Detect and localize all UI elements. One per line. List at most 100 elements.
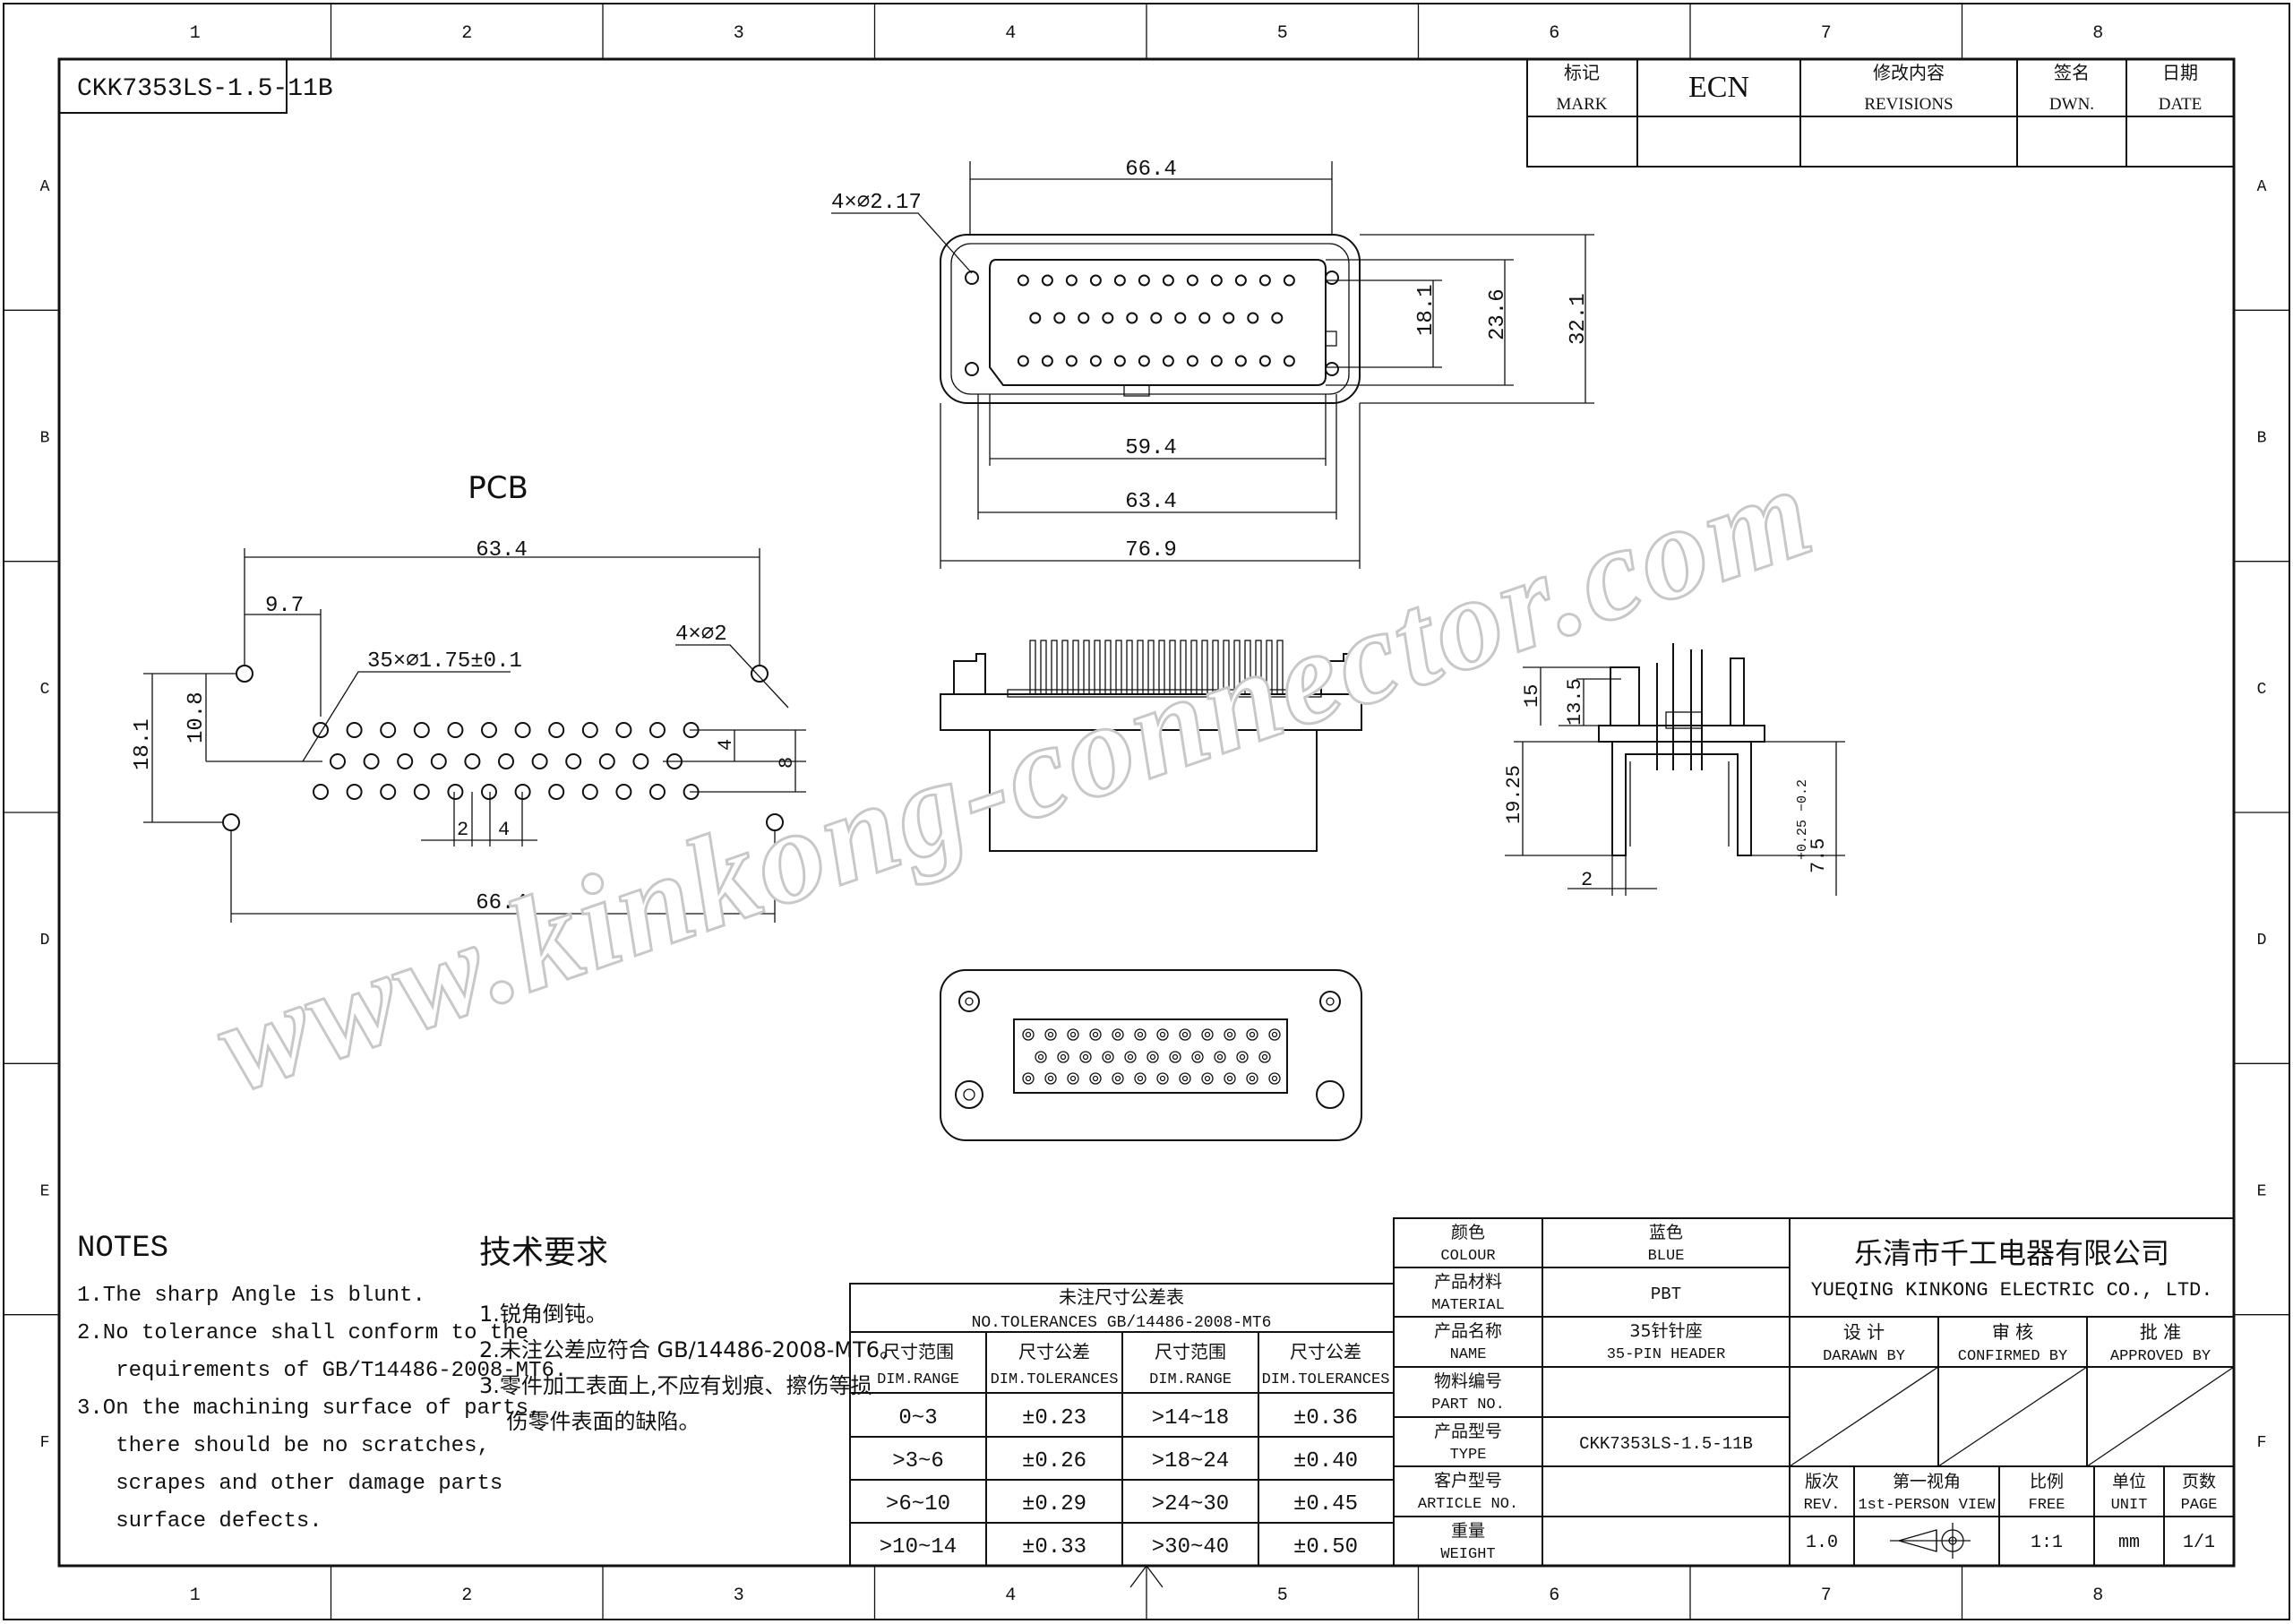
note-line: there should be no scratches, (77, 1434, 490, 1458)
pin (1041, 274, 1053, 287)
pcb-dim-9-7: 9.7 (265, 594, 304, 618)
pcb-hole (548, 722, 565, 738)
rev-mark-cn: 标记 (1564, 62, 1600, 83)
pin (1162, 274, 1174, 287)
zone-row-left: F (40, 1434, 50, 1452)
zone-col-top: 3 (734, 23, 744, 44)
zone-row-right: A (2257, 178, 2267, 196)
scale-en: FREE (2029, 1497, 2065, 1514)
pcb-dim-18-1: 18.1 (131, 718, 155, 770)
pin (1174, 312, 1187, 324)
pin (1223, 312, 1235, 324)
pcb-dim-8: 8 (776, 757, 798, 769)
pcb-hole (481, 722, 497, 738)
pin (1089, 274, 1102, 287)
side-pin (1061, 640, 1069, 695)
side-pin (1094, 640, 1101, 695)
pin (1089, 355, 1102, 367)
side-pin (1126, 640, 1133, 695)
tb-label-cn: 产品名称 (1434, 1321, 1502, 1341)
bottom-pin (1156, 1072, 1169, 1085)
zone-col-top: 2 (461, 23, 472, 44)
pin (1138, 274, 1150, 287)
zone-row-right: D (2257, 932, 2267, 949)
bottom-pin (1022, 1072, 1035, 1085)
page-value: 1/1 (2183, 1533, 2215, 1553)
pin (1186, 274, 1198, 287)
rev-mark-en: MARK (1556, 95, 1607, 114)
pcb-hole (346, 722, 363, 738)
zone-row-left: C (40, 681, 50, 699)
side-pin (1083, 640, 1090, 695)
rev-dwn-cn: 签名 (2054, 62, 2090, 83)
zone-col-top: 6 (1549, 23, 1559, 44)
tol-header-cn: 尺寸范围 (882, 1341, 954, 1362)
pin (1065, 355, 1078, 367)
bottom-pin (1124, 1051, 1137, 1063)
zone-row-right: F (2257, 1434, 2267, 1452)
side-pin (1190, 640, 1198, 695)
bottom-pin (1268, 1028, 1281, 1041)
rev-cn: 版次 (1805, 1472, 1839, 1491)
tol-cell: ±0.36 (1293, 1406, 1358, 1431)
bottom-pin (1179, 1028, 1191, 1041)
pcb-title: PCB (468, 470, 528, 506)
pin (1017, 274, 1029, 287)
tb-value-en: CKK7353LS-1.5-11B (1579, 1434, 1753, 1454)
rev-dwn-en: DWN. (2049, 95, 2094, 114)
pin (1210, 355, 1223, 367)
pcb-hole (363, 753, 380, 769)
zone-row-left: B (40, 430, 50, 448)
tol-header-cn: 尺寸范围 (1155, 1341, 1226, 1362)
pin (1138, 355, 1150, 367)
zone-row-right: E (2257, 1183, 2267, 1201)
bottom-pin (1236, 1051, 1249, 1063)
tol-cell: ±0.50 (1293, 1535, 1358, 1560)
bottom-pin (1146, 1051, 1159, 1063)
title-block: 颜色COLOUR蓝色BLUE产品材料MATERIALPBT产品名称NAME35针… (1393, 1217, 2235, 1567)
bottom-pin (1102, 1051, 1114, 1063)
tol-cell: >18~24 (1152, 1449, 1229, 1474)
side-pin (1223, 640, 1230, 695)
tol-cell: >14~18 (1152, 1406, 1229, 1431)
pcb-hole (447, 722, 464, 738)
dim-76-9: 76.9 (1125, 538, 1177, 563)
zone-col-bottom: 4 (1005, 1585, 1016, 1606)
tb-label-en: COLOUR (1440, 1248, 1495, 1265)
scale-cn: 比例 (2030, 1472, 2064, 1491)
check-cn: 审 核 (1992, 1321, 2033, 1343)
pcb-dim-2: 2 (457, 819, 468, 841)
zone-col-top: 1 (190, 23, 201, 44)
tb-value-cn: 蓝色 (1649, 1223, 1683, 1242)
tb-value-en: PBT (1651, 1285, 1681, 1304)
unit-value: mm (2118, 1533, 2140, 1553)
pcb-hole (346, 784, 363, 800)
part-number-text: CKK7353LS-1.5-11B (77, 75, 333, 103)
pin (1162, 355, 1174, 367)
pcb-dim-66-4: 66.4 (476, 891, 528, 915)
company-name-en: YUEQING KINKONG ELECTRIC CO., LTD. (1811, 1279, 2213, 1302)
zone-row-left: E (40, 1183, 50, 1201)
mount-hole (1325, 362, 1339, 376)
bottom-pin (1201, 1072, 1214, 1085)
tol-header-cn: 尺寸公差 (1290, 1341, 1361, 1362)
pin (1078, 312, 1090, 324)
zone-col-top: 7 (1821, 23, 1832, 44)
tb-label-cn: 物料编号 (1434, 1371, 1502, 1391)
tol-title-en: NO.TOLERANCES GB/14486-2008-MT6 (972, 1314, 1272, 1332)
zone-row-left: A (40, 178, 50, 196)
note-cn-line: 1.锐角倒钝。 (479, 1302, 607, 1327)
pin (1065, 274, 1078, 287)
tb-label-en: MATERIAL (1431, 1297, 1505, 1314)
pin (1053, 312, 1066, 324)
section-view: 15 13.5 19.25 7.5 +0.25 −0.2 2 (1503, 643, 1845, 896)
pin (1283, 355, 1295, 367)
tb-label-cn: 客户型号 (1434, 1471, 1502, 1491)
tol-title-cn: 未注尺寸公差表 (1059, 1286, 1184, 1308)
pcb-hole (615, 722, 632, 738)
note-line: requirements of GB/T14486-2008-MT6. (77, 1359, 567, 1383)
pcb-dim-10-8: 10.8 (185, 692, 209, 743)
pcb-hole (447, 784, 464, 800)
bottom-pin (1035, 1051, 1047, 1063)
